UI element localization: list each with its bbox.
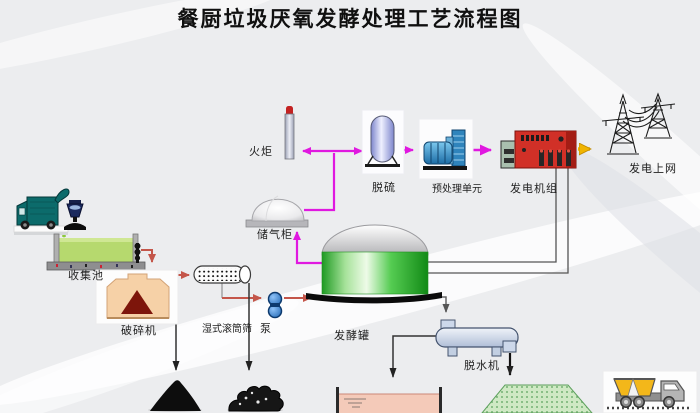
label-crusher: 破碎机	[121, 325, 157, 337]
label-collection-pool: 收集池	[68, 270, 104, 282]
fermenter-icon	[306, 224, 442, 304]
filtrate-to-water-tank	[389, 335, 436, 378]
biogas-fermenter-to-gasholder	[293, 231, 322, 265]
pool-outlet-valve-icon	[134, 243, 141, 263]
pump-icon	[267, 291, 283, 319]
flare-icon	[284, 106, 295, 160]
label-pump: 泵	[260, 323, 272, 335]
drum-screen-icon	[193, 265, 252, 284]
crusher-icon	[95, 269, 179, 325]
label-grid: 发电上网	[629, 163, 677, 175]
compost-pile-icon	[481, 384, 593, 413]
label-gas-holder: 储气柜	[257, 229, 293, 241]
grinder-icon	[64, 200, 86, 230]
wastewater-tank-icon	[336, 387, 442, 413]
slurry-pool-to-crusher	[141, 249, 156, 263]
heat-loop-return-line	[428, 168, 569, 274]
screen-rejects-pile-icon	[228, 385, 284, 412]
label-flare: 火炬	[249, 146, 273, 158]
generator-set-icon	[500, 130, 577, 169]
gas-holder-icon	[245, 195, 309, 228]
diagram-title: 餐厨垃圾厌氧发酵处理工艺流程图	[177, 8, 523, 31]
label-generator: 发电机组	[510, 183, 558, 195]
dewatering-machine-icon	[435, 319, 519, 357]
label-fermenter: 发酵罐	[334, 330, 370, 342]
collection-pool-icon	[46, 233, 146, 271]
pretreatment-unit-icon	[418, 118, 474, 180]
biogas-gasholder-to-junction	[304, 153, 336, 212]
power-towers-icon	[601, 92, 676, 155]
label-desulfurization: 脱硫	[372, 182, 396, 194]
solid-waste-pile-icon	[150, 380, 201, 411]
label-pretreatment: 预处理单元	[432, 184, 482, 195]
garbage-truck-icon	[13, 188, 70, 235]
label-dewatering: 脱水机	[464, 360, 500, 372]
desulfurization-tower-icon	[361, 109, 405, 175]
label-drum-screen: 湿式滚筒筛	[202, 324, 252, 335]
flow-connectors	[59, 149, 590, 378]
dump-truck-icon	[602, 370, 698, 413]
heat-loop-supply-line	[428, 168, 557, 263]
